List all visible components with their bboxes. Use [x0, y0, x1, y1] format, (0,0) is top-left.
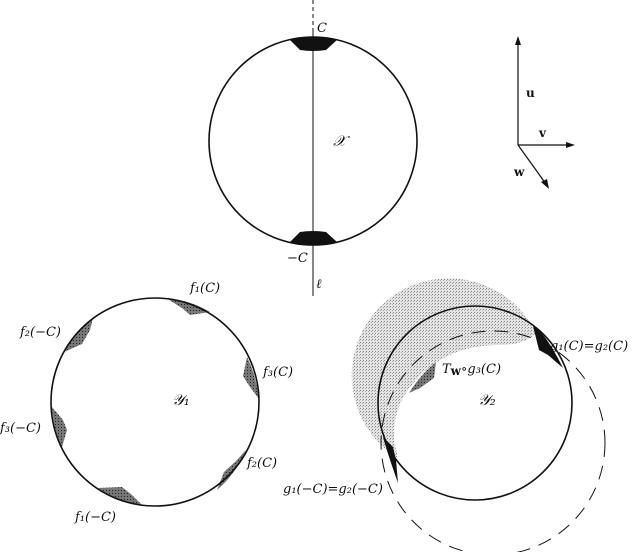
label-g1negC-eq-g2negC: g₁(−C)=g₂(−C) — [283, 482, 383, 497]
label-f1C: f₁(C) — [189, 281, 220, 296]
label-Tw-g3C: Tw∘g₃(C) — [442, 362, 501, 378]
region-f1negC — [98, 487, 143, 506]
region-f1C — [166, 298, 210, 315]
region-f2negC — [64, 318, 93, 352]
label-f2negC: f₂(−C) — [19, 325, 61, 340]
axis-w — [517, 144, 547, 185]
label-v: v — [538, 126, 547, 140]
label-negC: −C — [287, 251, 308, 266]
arrow-v-icon — [566, 142, 575, 148]
label-set-y2: 𝒴₂ — [478, 391, 496, 409]
label-C: C — [317, 21, 327, 36]
label-T-rest: ∘g₃(C) — [461, 362, 501, 377]
label-set-x: 𝒳 — [333, 132, 350, 150]
label-f2C: f₂(C) — [246, 456, 277, 471]
axes: u v w — [513, 36, 575, 189]
dashed-circle-translate — [380, 330, 606, 552]
label-set-y1: 𝒴₁ — [172, 391, 190, 409]
region-light-shaded — [351, 278, 536, 458]
label-f3C: f₃(C) — [262, 365, 293, 380]
circle-y1 — [50, 297, 260, 507]
label-T: T — [442, 362, 452, 377]
region-g1C — [533, 326, 563, 368]
label-T-sub: w — [450, 364, 462, 378]
region-g1negC — [383, 437, 398, 483]
arrow-w-icon — [541, 179, 549, 189]
label-u: u — [526, 86, 535, 100]
left-figure: 𝒴₁ f₁(C) f₂(−C) f₃(C) f₃(−C) f₂(C) f₁(−C… — [0, 281, 293, 525]
right-figure: 𝒴₂ g₁(C)=g₂(C) g₁(−C)=g₂(−C) Tw∘g₃(C) — [283, 278, 628, 552]
region-f3negC — [52, 407, 67, 447]
arrow-u-icon — [515, 36, 521, 45]
region-f2C — [217, 450, 246, 490]
label-g1C-eq-g2C: g₁(C)=g₂(C) — [550, 339, 628, 354]
cap-negC — [290, 231, 337, 245]
region-f3C — [243, 357, 259, 399]
region-Twg3C — [409, 362, 436, 393]
label-w: w — [513, 165, 525, 179]
label-line-l: ℓ — [316, 277, 322, 292]
circle-x — [208, 36, 418, 246]
top-figure: C −C 𝒳 ℓ — [208, 0, 418, 296]
cap-C — [290, 37, 337, 51]
label-f3negC: f₃(−C) — [0, 421, 41, 436]
circle-y2 — [377, 305, 573, 501]
label-f1negC: f₁(−C) — [74, 510, 116, 525]
